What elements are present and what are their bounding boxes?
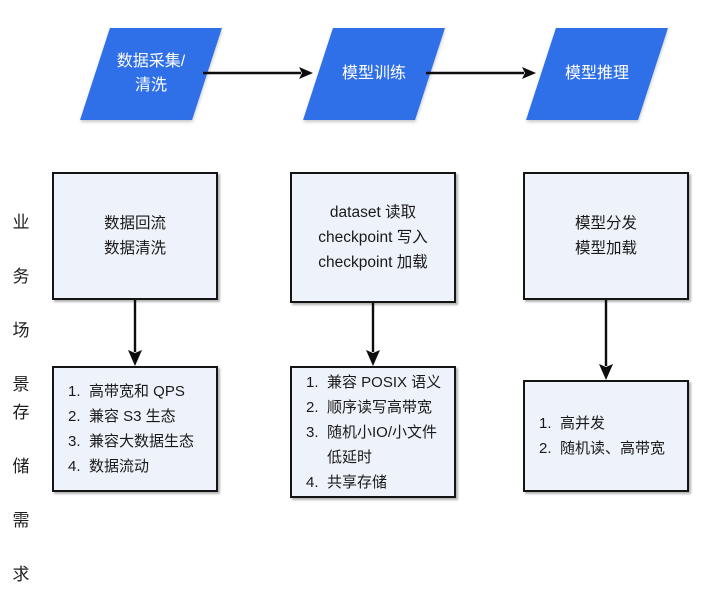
requirement-box-inference[interactable]: 1. 高并发 2. 随机读、高带宽 bbox=[523, 380, 689, 492]
row-label-storage-requirement: 存 储 需 求 bbox=[4, 372, 38, 615]
requirement-box-training[interactable]: 1. 兼容 POSIX 语义 2. 顺序读写高带宽 3. 随机小IO/小文件 低… bbox=[290, 366, 456, 498]
requirement-item-number: 2. bbox=[306, 398, 319, 416]
scenario-line: 数据清洗 bbox=[103, 240, 166, 257]
requirement-item-text: 数据流动 bbox=[89, 458, 150, 475]
requirement-item-number: 3. bbox=[68, 433, 81, 450]
requirement-item: 1. 高带宽和 QPS bbox=[68, 379, 210, 404]
requirement-list: 1. 兼容 POSIX 语义 2. 顺序读写高带宽 3. 随机小IO/小文件 低… bbox=[292, 370, 454, 495]
requirement-item: 3. 随机小IO/小文件 低延时 bbox=[306, 420, 448, 470]
requirement-item: 2. 顺序读写高带宽 bbox=[306, 395, 448, 420]
arrow-down-icon-scenario-to-requirement-training bbox=[366, 303, 380, 366]
requirement-item-number: 2. bbox=[539, 440, 552, 457]
arrow-right-icon-train-to-infer bbox=[426, 67, 536, 79]
requirement-item-number: 4. bbox=[306, 473, 319, 491]
requirement-item: 1. 高并发 bbox=[539, 411, 681, 436]
scenario-box-text: dataset 读取 checkpoint 写入 checkpoint 加载 bbox=[292, 200, 454, 275]
requirement-item: 2. 随机读、高带宽 bbox=[539, 436, 681, 461]
requirement-item: 1. 兼容 POSIX 语义 bbox=[306, 370, 448, 395]
arrow-right-icon-collect-to-train bbox=[203, 67, 313, 79]
pipeline-stage-label: 数据采集/ 清洗 bbox=[116, 53, 186, 94]
scenario-line: 数据回流 bbox=[103, 215, 166, 232]
requirement-list: 1. 高并发 2. 随机读、高带宽 bbox=[525, 411, 687, 461]
scenario-box-text: 数据回流 数据清洗 bbox=[54, 211, 216, 261]
requirement-item-text: 顺序读写高带宽 bbox=[327, 398, 433, 416]
requirement-box-data[interactable]: 1. 高带宽和 QPS 2. 兼容 S3 生态 3. 兼容大数据生态 4. 数据… bbox=[52, 366, 218, 492]
row-label-char: 务 bbox=[12, 267, 30, 286]
scenario-box-text: 模型分发 模型加载 bbox=[525, 211, 687, 261]
requirement-item-number: 1. bbox=[539, 415, 552, 432]
requirement-item-number: 1. bbox=[68, 383, 81, 400]
requirement-item-text: 高并发 bbox=[560, 415, 606, 432]
requirement-item: 4. 数据流动 bbox=[68, 454, 210, 479]
row-label-business-scenario: 业 务 场 景 bbox=[4, 182, 38, 425]
scenario-line: checkpoint 加载 bbox=[318, 254, 428, 271]
requirement-item-text: 兼容大数据生态 bbox=[89, 433, 195, 450]
row-label-char: 业 bbox=[12, 213, 30, 232]
row-label-char: 储 bbox=[12, 457, 30, 476]
scenario-box-data[interactable]: 数据回流 数据清洗 bbox=[52, 172, 218, 300]
diagram-canvas: 业 务 场 景 存 储 需 求 数据采集/ 清洗 模型训练 模型推理 数据回流 … bbox=[4, 28, 689, 584]
row-label-char: 场 bbox=[12, 321, 30, 340]
arrow-down-icon-scenario-to-requirement-inference bbox=[599, 300, 613, 380]
pipeline-stage-model-inference[interactable]: 模型推理 bbox=[526, 28, 668, 120]
row-label-char: 求 bbox=[12, 565, 30, 584]
requirement-item-text: 随机读、高带宽 bbox=[560, 440, 666, 457]
row-label-char: 景 bbox=[12, 375, 30, 394]
scenario-line: 模型加载 bbox=[574, 240, 637, 257]
requirement-item: 3. 兼容大数据生态 bbox=[68, 429, 210, 454]
scenario-box-inference[interactable]: 模型分发 模型加载 bbox=[523, 172, 689, 300]
scenario-line: 模型分发 bbox=[574, 215, 637, 232]
row-label-char: 存 bbox=[12, 403, 30, 422]
pipeline-stage-data-collection[interactable]: 数据采集/ 清洗 bbox=[80, 28, 222, 120]
pipeline-stage-label: 模型训练 bbox=[341, 65, 406, 82]
requirement-item-text: 兼容 S3 生态 bbox=[89, 408, 176, 425]
requirement-item: 4. 共享存储 bbox=[306, 470, 448, 495]
requirement-item: 2. 兼容 S3 生态 bbox=[68, 404, 210, 429]
requirement-item-number: 3. bbox=[306, 423, 319, 441]
pipeline-stage-model-training[interactable]: 模型训练 bbox=[303, 28, 445, 120]
scenario-line: dataset 读取 bbox=[329, 204, 417, 221]
requirement-item-text: 共享存储 bbox=[327, 473, 388, 491]
requirement-item-number: 4. bbox=[68, 458, 81, 475]
requirement-item-text: 随机小IO/小文件 低延时 bbox=[327, 423, 438, 466]
pipeline-stage-label: 模型推理 bbox=[564, 65, 629, 82]
arrow-down-icon-scenario-to-requirement-data bbox=[128, 300, 142, 366]
scenario-box-training[interactable]: dataset 读取 checkpoint 写入 checkpoint 加载 bbox=[290, 172, 456, 303]
requirement-item-text: 高带宽和 QPS bbox=[89, 383, 185, 400]
requirement-item-text: 兼容 POSIX 语义 bbox=[327, 373, 442, 391]
requirement-item-number: 1. bbox=[306, 373, 319, 391]
scenario-line: checkpoint 写入 bbox=[318, 229, 428, 246]
requirement-item-number: 2. bbox=[68, 408, 81, 425]
requirement-list: 1. 高带宽和 QPS 2. 兼容 S3 生态 3. 兼容大数据生态 4. 数据… bbox=[54, 379, 216, 479]
